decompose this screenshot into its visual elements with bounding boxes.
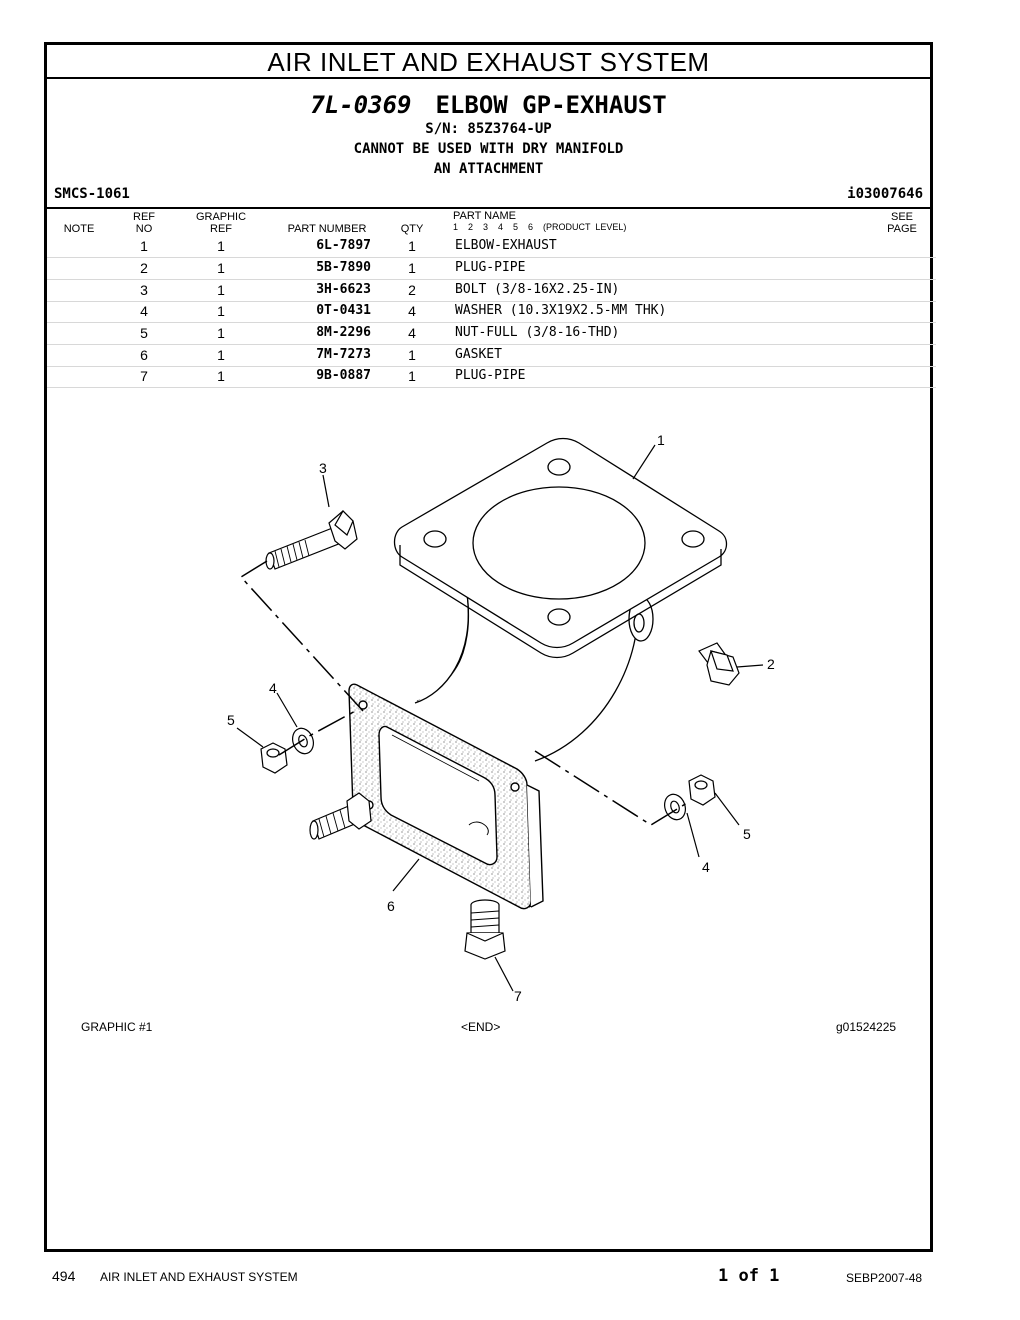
- qty: 1: [408, 347, 416, 363]
- assembly-lines: [239, 560, 688, 826]
- ref-no: 4: [140, 303, 148, 319]
- table-row: 6 1 7M-7273 1 GASKET: [47, 345, 936, 367]
- qty: 1: [408, 238, 416, 254]
- graphic-ref: 1: [217, 238, 225, 254]
- col-graphic-top: GRAPHIC: [195, 211, 247, 223]
- plug-pipe-bottom-drawing: [464, 899, 506, 960]
- callout-5-left: 5: [227, 712, 235, 728]
- qty: 1: [408, 368, 416, 384]
- col-note: NOTE: [63, 223, 95, 235]
- graphic-ref: 1: [217, 368, 225, 384]
- callout-3: 3: [319, 460, 327, 476]
- table-row: 7 1 9B-0887 1 PLUG-PIPE: [47, 366, 936, 388]
- graphic-ref: 1: [217, 347, 225, 363]
- footer-page-number: 494: [52, 1268, 76, 1284]
- table-row: 2 1 5B-7890 1 PLUG-PIPE: [47, 258, 936, 280]
- nut-right-drawing: [688, 774, 716, 806]
- graphic-id: g01524225: [836, 1020, 897, 1034]
- ref-no: 5: [140, 325, 148, 341]
- washer-right-drawing: [664, 793, 686, 821]
- serial-range: S/N: 85Z3764-UP: [425, 121, 552, 137]
- part-number: 7M-7273: [316, 347, 371, 362]
- callout-7: 7: [514, 988, 522, 1004]
- table-row: 1 1 6L-7897 1 ELBOW-EXHAUST: [47, 236, 936, 258]
- leader-lines: [236, 444, 764, 992]
- nut-left-drawing: [260, 742, 288, 774]
- callout-2: 2: [767, 656, 775, 672]
- part-name: NUT-FULL (3/8-16-THD): [455, 325, 620, 340]
- header-rule: [47, 207, 930, 209]
- part-name: WASHER (10.3X19X2.5-MM THK): [455, 303, 667, 318]
- part-name: PLUG-PIPE: [455, 260, 526, 275]
- part-number: 6L-7897: [316, 238, 371, 253]
- stud-drawing: [309, 792, 372, 840]
- col-graphic-bottom: REF: [210, 223, 232, 235]
- part-number: 8M-2296: [316, 325, 371, 340]
- exploded-parts-drawing: 1 2 3 4 5 4 5 6 7: [227, 432, 775, 1004]
- callout-5-right: 5: [743, 826, 751, 842]
- graphic-ref: 1: [217, 325, 225, 341]
- graphic-label: GRAPHIC #1: [81, 1020, 153, 1034]
- graphic-ref: 1: [217, 260, 225, 276]
- part-name: BOLT (3/8-16X2.25-IN): [455, 282, 620, 297]
- table-row: 3 1 3H-6623 2 BOLT (3/8-16X2.25-IN): [47, 280, 936, 302]
- callout-4-right: 4: [702, 859, 710, 875]
- washer-left-drawing: [292, 727, 314, 755]
- col-ref-bottom: NO: [135, 223, 153, 235]
- usage-note-line-1: CANNOT BE USED WITH DRY MANIFOLD: [353, 141, 624, 157]
- ref-no: 3: [140, 282, 148, 298]
- smcs-code: SMCS-1061: [54, 186, 130, 202]
- group-title: 7L-0369 ELBOW GP-EXHAUST: [47, 91, 930, 119]
- elbow-flange-drawing: [393, 437, 728, 659]
- footer-page-count: 1 of 1: [718, 1266, 780, 1286]
- col-ref-top: REF: [133, 211, 155, 223]
- col-see-top: SEE: [890, 211, 913, 223]
- qty: 2: [408, 282, 416, 298]
- ref-no: 7: [140, 368, 148, 384]
- callout-6: 6: [387, 898, 395, 914]
- graphic-ref: 1: [217, 282, 225, 298]
- info-id: i03007646: [847, 186, 923, 202]
- table-row: 5 1 8M-2296 4 NUT-FULL (3/8-16-THD): [47, 323, 936, 345]
- graphic-ref: 1: [217, 303, 225, 319]
- group-name: ELBOW GP-EXHAUST: [435, 91, 667, 119]
- gasket-drawing: [348, 683, 544, 910]
- usage-note-line-2: AN ATTACHMENT: [433, 161, 544, 177]
- col-part-name: PART NAME: [453, 210, 516, 222]
- plug-pipe-top-drawing: [698, 642, 740, 686]
- table-row: 4 1 0T-0431 4 WASHER (10.3X19X2.5-MM THK…: [47, 301, 936, 323]
- callout-numbers: 1 2 3 4 5 4 5 6 7: [227, 432, 775, 1004]
- part-number: 0T-0431: [316, 303, 371, 318]
- group-number: 7L-0369: [310, 91, 412, 119]
- ref-no: 6: [140, 347, 148, 363]
- footer-doc-id: SEBP2007-48: [846, 1271, 923, 1285]
- part-name: GASKET: [455, 347, 502, 362]
- part-number: 9B-0887: [316, 368, 371, 383]
- qty: 1: [408, 260, 416, 276]
- callout-4-left: 4: [269, 680, 277, 696]
- callout-1: 1: [657, 432, 665, 448]
- ref-no: 2: [140, 260, 148, 276]
- qty: 4: [408, 303, 416, 319]
- part-name: PLUG-PIPE: [455, 368, 526, 383]
- end-marker: <END>: [461, 1020, 501, 1034]
- footer-section: AIR INLET AND EXHAUST SYSTEM: [100, 1270, 298, 1284]
- col-see-bottom: PAGE: [887, 223, 917, 235]
- part-number: 5B-7890: [316, 260, 371, 275]
- col-product-level: 1 2 3 4 5 6 (PRODUCT LEVEL): [453, 222, 627, 232]
- bolt-drawing: [265, 510, 358, 570]
- section-title: AIR INLET AND EXHAUST SYSTEM: [47, 45, 930, 79]
- part-number: 3H-6623: [316, 282, 371, 297]
- col-part-number: PART NUMBER: [287, 223, 367, 235]
- qty: 4: [408, 325, 416, 341]
- col-qty: QTY: [400, 223, 424, 235]
- ref-no: 1: [140, 238, 148, 254]
- part-name: ELBOW-EXHAUST: [455, 238, 557, 253]
